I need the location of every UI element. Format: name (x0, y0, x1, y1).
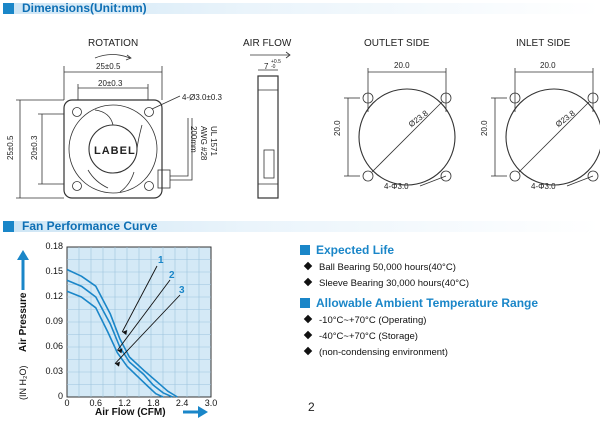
heading-square (300, 298, 310, 308)
inlet-holes: 4-Φ3.0 (531, 182, 556, 191)
header-square (3, 3, 14, 14)
series-label-2: 2 (169, 270, 175, 281)
expected-life-heading: Expected Life (300, 243, 394, 257)
page-number: 2 (308, 400, 315, 414)
dimensions-header: Dimensions(Unit:mm) (0, 0, 600, 18)
x-tick-label: 1.8 (147, 398, 160, 408)
inlet-width: 20.0 (540, 61, 556, 70)
side-view (257, 75, 279, 199)
x-axis-arrowhead-icon (198, 406, 208, 418)
leader-line-3 (114, 294, 181, 364)
diamond-bullet-icon (303, 261, 313, 271)
leader-line-2 (117, 279, 171, 351)
ambient-item-text: -10°C~+70°C (Operating) (319, 315, 427, 326)
expected-life-title: Expected Life (316, 243, 395, 257)
outlet-width: 20.0 (394, 61, 410, 70)
outlet-circle (358, 88, 456, 186)
ambient-title: Allowable Ambient Temperature Range (316, 296, 539, 310)
depth-tolerance: +0.5 -0 (271, 59, 281, 70)
y-tick-label: 0.06 (45, 341, 63, 351)
dim-25-top: 25±0.5 (96, 62, 121, 71)
curve-title: Fan Performance Curve (22, 219, 158, 233)
heading-square (300, 245, 310, 255)
x-tick-label: 2.4 (175, 398, 189, 408)
dim-20-top: 20±0.3 (98, 79, 123, 88)
outlet-holes: 4-Φ3.0 (384, 182, 409, 191)
diamond-bullet-icon (303, 277, 313, 287)
x-axis-label: Air Flow (CFM) (95, 407, 166, 418)
y-tick-label: 0.03 (45, 366, 63, 376)
x-tick-label: 1.2 (118, 398, 131, 408)
dimensions-title: Dimensions(Unit:mm) (22, 1, 147, 15)
leader-arrow-icon (122, 330, 128, 335)
fan-housing (68, 104, 158, 194)
x-tick-label: 0 (64, 398, 70, 408)
y-tick-label: 0.09 (45, 316, 63, 326)
rotation-label: ROTATION (88, 38, 139, 49)
series-label-1: 1 (158, 255, 164, 266)
depth-label: 7 (264, 62, 269, 71)
y-axis-arrowhead-icon (17, 250, 29, 260)
outlet-side-label: OUTLET SIDE (364, 38, 430, 49)
y-tick-label: 0.12 (45, 291, 63, 301)
diamond-bullet-icon (303, 330, 313, 340)
diamond-bullet-icon (303, 314, 313, 324)
y-tick-label: 0.18 (45, 241, 63, 251)
fan-frame (63, 99, 163, 199)
ambient-item: -40°C~+70°C (Storage) (303, 330, 418, 342)
curve-header: Fan Performance Curve (0, 218, 600, 236)
ambient-heading: Allowable Ambient Temperature Range (300, 296, 538, 310)
expected-life-item-text: Sleeve Bearing 30,000 hours(40°C) (319, 278, 470, 289)
ambient-item-text: (non-condensing environment) (319, 347, 448, 358)
series-line-1 (66, 268, 178, 398)
ambient-item-text: -40°C~+70°C (Storage) (319, 331, 418, 342)
series-line-2 (66, 279, 173, 398)
curve-header-bar (14, 221, 600, 232)
leader-line-1 (121, 265, 158, 333)
x-tick-label: 3.0 (204, 398, 218, 408)
leader-arrow-icon (115, 361, 120, 367)
curve-header-square (3, 221, 14, 232)
fan-label-text: LABEL (94, 145, 136, 157)
leader-arrow-icon (117, 348, 123, 354)
airflow-label: AIR FLOW (243, 38, 292, 49)
ambient-item: -10°C~+70°C (Operating) (303, 314, 427, 326)
diamond-bullet-icon (303, 346, 313, 356)
expected-life-item: Sleeve Bearing 30,000 hours(40°C) (303, 277, 470, 289)
expected-life-item-text: Ball Bearing 50,000 hours(40°C) (319, 262, 456, 273)
y-axis-label: Air Pressure (18, 292, 29, 352)
header-bar (14, 3, 600, 14)
rotation-arrow (94, 54, 131, 59)
y-tick-label: 0.15 (45, 266, 63, 276)
holes-label: 4-Ø3.0±0.3 (182, 93, 222, 102)
y-axis-unit: (IN H₂O) (18, 365, 28, 401)
y-tick-label: 0 (57, 391, 63, 401)
expected-life-item: Ball Bearing 50,000 hours(40°C) (303, 261, 456, 273)
inlet-circle (505, 88, 600, 186)
ambient-item: (non-condensing environment) (303, 346, 448, 358)
x-tick-label: 0.6 (89, 398, 103, 408)
inlet-side-label: INLET SIDE (516, 38, 571, 49)
series-line-3 (66, 290, 164, 398)
series-label-3: 3 (179, 285, 185, 296)
